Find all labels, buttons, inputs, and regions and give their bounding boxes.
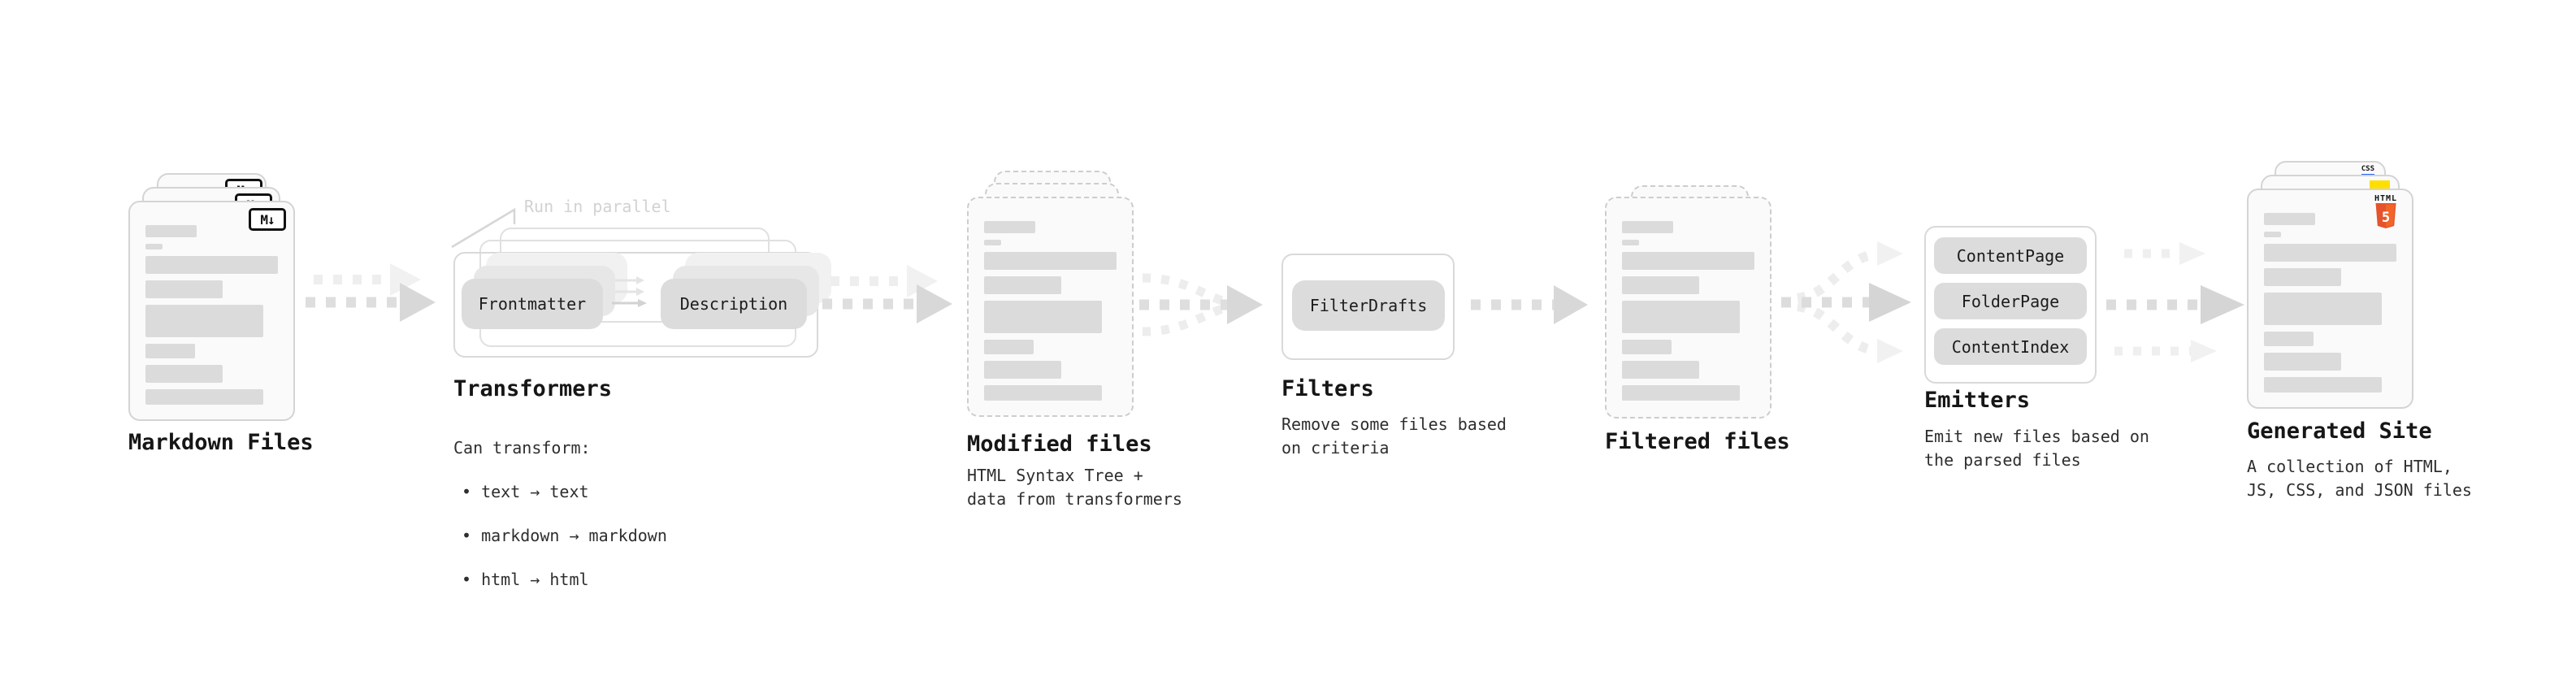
flow-arrow-markdown-to-transformers <box>306 263 436 322</box>
document-text-placeholder <box>145 225 278 405</box>
text-line-placeholder <box>1622 361 1699 379</box>
text-line-placeholder <box>984 252 1117 270</box>
generated-html-card: HTML 5 <box>2247 189 2413 409</box>
text-line-placeholder <box>145 280 223 298</box>
parallel-mini-arrows <box>612 276 647 307</box>
text-line-placeholder <box>145 365 223 383</box>
transformers-bullet: • text → text <box>462 482 589 501</box>
text-line-placeholder <box>145 256 278 274</box>
stage-label-generated-site: Generated Site <box>2247 419 2432 444</box>
document-text-placeholder <box>984 221 1117 401</box>
modified-files-caption: HTML Syntax Tree + data from transformer… <box>967 466 1182 509</box>
svg-text:5: 5 <box>2382 210 2390 226</box>
document-text-placeholder <box>2264 213 2396 393</box>
flow-arrow-emitters-to-site <box>2106 242 2244 362</box>
text-line-placeholder <box>984 385 1102 401</box>
transformers-caption-title: Can transform: <box>453 438 591 458</box>
flow-arrow-filtered-to-emitters <box>1781 241 1911 363</box>
filtered-file-card-front <box>1605 197 1772 419</box>
html5-icon-word: HTML <box>2374 194 2398 203</box>
text-line-placeholder <box>2264 377 2382 393</box>
text-line-placeholder <box>2264 244 2396 262</box>
text-line-placeholder <box>984 240 1001 245</box>
markdown-file-card-front: M↓ <box>128 201 295 421</box>
text-line-placeholder <box>1622 340 1672 354</box>
emitters-caption: Emit new files based on the parsed files <box>1924 427 2149 470</box>
text-line-placeholder <box>1622 221 1673 233</box>
generated-site-caption: A collection of HTML, JS, CSS, and JSON … <box>2247 457 2472 500</box>
stage-label-markdown-files: Markdown Files <box>128 430 314 455</box>
text-line-placeholder <box>1622 252 1754 270</box>
html5-shield: 5 <box>2375 203 2396 228</box>
text-line-placeholder <box>145 344 195 358</box>
text-line-placeholder <box>984 301 1102 333</box>
run-in-parallel-leader-line <box>451 207 516 249</box>
text-line-placeholder <box>2264 213 2315 225</box>
transformers-bullet: • markdown → markdown <box>462 526 667 545</box>
emitter-folderpage-node: FolderPage <box>1934 283 2087 319</box>
document-text-placeholder <box>1622 221 1754 401</box>
emitter-contentindex-node: ContentIndex <box>1934 328 2087 365</box>
flow-arrow-modified-to-filters <box>1139 273 1263 336</box>
text-line-placeholder <box>2264 232 2281 237</box>
text-line-placeholder <box>1622 301 1740 333</box>
text-line-placeholder <box>145 389 263 405</box>
text-line-placeholder <box>145 305 263 337</box>
text-line-placeholder <box>984 340 1034 354</box>
text-line-placeholder <box>2264 293 2382 325</box>
filter-filterdrafts-node: FilterDrafts <box>1292 280 1445 331</box>
emitter-contentpage-node: ContentPage <box>1934 237 2087 274</box>
transformers-caption: Can transform: • text → text • markdown … <box>453 415 667 613</box>
run-in-parallel-note: Run in parallel <box>524 197 671 216</box>
flow-arrow-filters-to-filtered <box>1471 285 1588 324</box>
text-line-placeholder <box>145 225 197 237</box>
stage-label-emitters: Emitters <box>1924 388 2031 413</box>
stage-label-filtered-files: Filtered files <box>1605 429 1790 454</box>
text-line-placeholder <box>984 221 1035 233</box>
text-line-placeholder <box>1622 385 1740 401</box>
text-line-placeholder <box>2264 332 2314 346</box>
flow-arrow-transformers-to-modified <box>822 265 952 323</box>
text-line-placeholder <box>2264 268 2341 286</box>
text-line-placeholder <box>984 276 1061 294</box>
stage-label-filters: Filters <box>1281 376 1374 401</box>
filters-caption: Remove some files based on criteria <box>1281 414 1507 458</box>
transformer-frontmatter-node: Frontmatter <box>462 279 603 329</box>
text-line-placeholder <box>1622 240 1639 245</box>
transformers-bullet: • html → html <box>462 570 589 589</box>
stage-label-modified-files: Modified files <box>967 432 1152 457</box>
text-line-placeholder <box>1622 276 1699 294</box>
modified-file-card-front <box>967 197 1134 417</box>
markdown-icon: M↓ <box>249 208 286 231</box>
transformer-description-node: Description <box>661 279 807 329</box>
html5-icon: HTML 5 <box>2368 194 2404 229</box>
stage-label-transformers: Transformers <box>453 376 613 401</box>
text-line-placeholder <box>145 244 163 249</box>
text-line-placeholder <box>2264 353 2341 371</box>
text-line-placeholder <box>984 361 1061 379</box>
